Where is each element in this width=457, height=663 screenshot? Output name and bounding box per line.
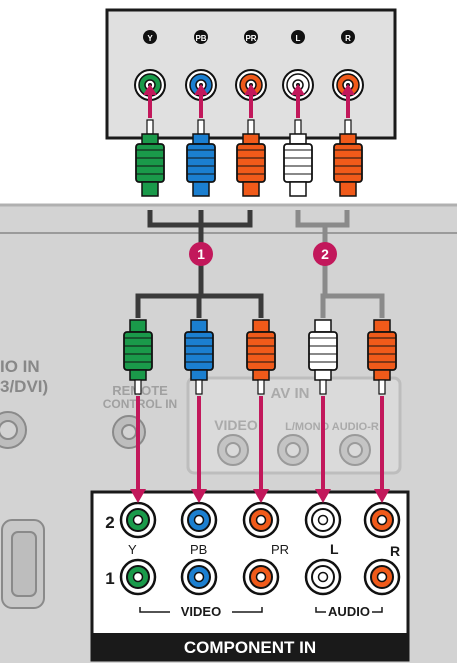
av-audio-r-jack <box>339 434 371 466</box>
jack-label-r: R <box>390 543 400 559</box>
source-plug-pb <box>186 119 216 197</box>
component-jack-row1-r <box>363 558 401 596</box>
svg-text:1: 1 <box>197 246 205 262</box>
svg-text:2: 2 <box>321 246 329 262</box>
jack-label-pr: PR <box>271 542 289 557</box>
component-jack-row2-r <box>363 501 401 539</box>
av-audio-label: L/MONO AUDIO-R <box>285 421 379 433</box>
component-jack-row1-y <box>119 558 157 596</box>
component-plug-pr <box>246 319 276 395</box>
source-plug-l <box>283 119 313 197</box>
insert-arrow-component-l <box>315 396 331 503</box>
vga-port <box>1 519 45 609</box>
component-jack-row1-l <box>304 558 342 596</box>
svg-text:Y: Y <box>147 34 153 43</box>
svg-text:R: R <box>345 34 351 43</box>
step-1-marker: 1 <box>189 242 213 266</box>
insert-arrow-source-r <box>341 84 355 118</box>
insert-arrow-source-y <box>143 84 157 118</box>
av-audio-l-jack <box>277 434 309 466</box>
row-1-number: 1 <box>105 569 114 588</box>
component-jack-row2-pb <box>180 501 218 539</box>
jack-label-y: Y <box>128 542 137 557</box>
jack-label-l: L <box>330 541 339 557</box>
component-plug-pb <box>184 319 214 395</box>
audio-group-label: AUDIO <box>328 604 370 619</box>
video-group-label: VIDEO <box>181 604 221 619</box>
svg-text:PB: PB <box>195 34 206 43</box>
partial-input-label-2: 3/DVI) <box>0 377 48 396</box>
av-in-label: AV IN <box>271 385 310 402</box>
insert-arrow-source-l <box>291 84 305 118</box>
component-jack-row1-pr <box>242 558 280 596</box>
component-plug-y <box>123 319 153 395</box>
component-jack-row2-pr <box>242 501 280 539</box>
insert-arrow-component-y <box>130 396 146 503</box>
component-plug-r <box>367 319 397 395</box>
av-video-jack <box>217 434 249 466</box>
component-jack-row1-pb <box>180 558 218 596</box>
video-group-bracket <box>139 607 263 613</box>
source-plug-y <box>135 119 165 197</box>
insert-arrow-component-r <box>374 396 390 503</box>
component-in-title-bar <box>92 633 408 660</box>
audio-group-bracket <box>315 607 383 613</box>
svg-text:PR: PR <box>245 34 256 43</box>
insert-arrow-component-pb <box>191 396 207 503</box>
component-in-title: COMPONENT IN <box>184 638 316 657</box>
row-2-number: 2 <box>105 513 114 532</box>
component-jack-row2-l <box>304 501 342 539</box>
source-plug-pr <box>236 119 266 197</box>
source-plug-r <box>333 119 363 197</box>
insert-arrow-component-pr <box>253 396 269 503</box>
av-video-label: VIDEO <box>214 417 258 433</box>
component-jack-row2-y <box>119 501 157 539</box>
component-plug-l <box>308 319 338 395</box>
insert-arrow-source-pb <box>194 84 208 118</box>
jack-label-pb: PB <box>190 542 207 557</box>
svg-text:L: L <box>296 34 301 43</box>
insert-arrow-source-pr <box>244 84 258 118</box>
step-2-marker: 2 <box>313 242 337 266</box>
partial-input-label: IO IN <box>0 357 40 376</box>
